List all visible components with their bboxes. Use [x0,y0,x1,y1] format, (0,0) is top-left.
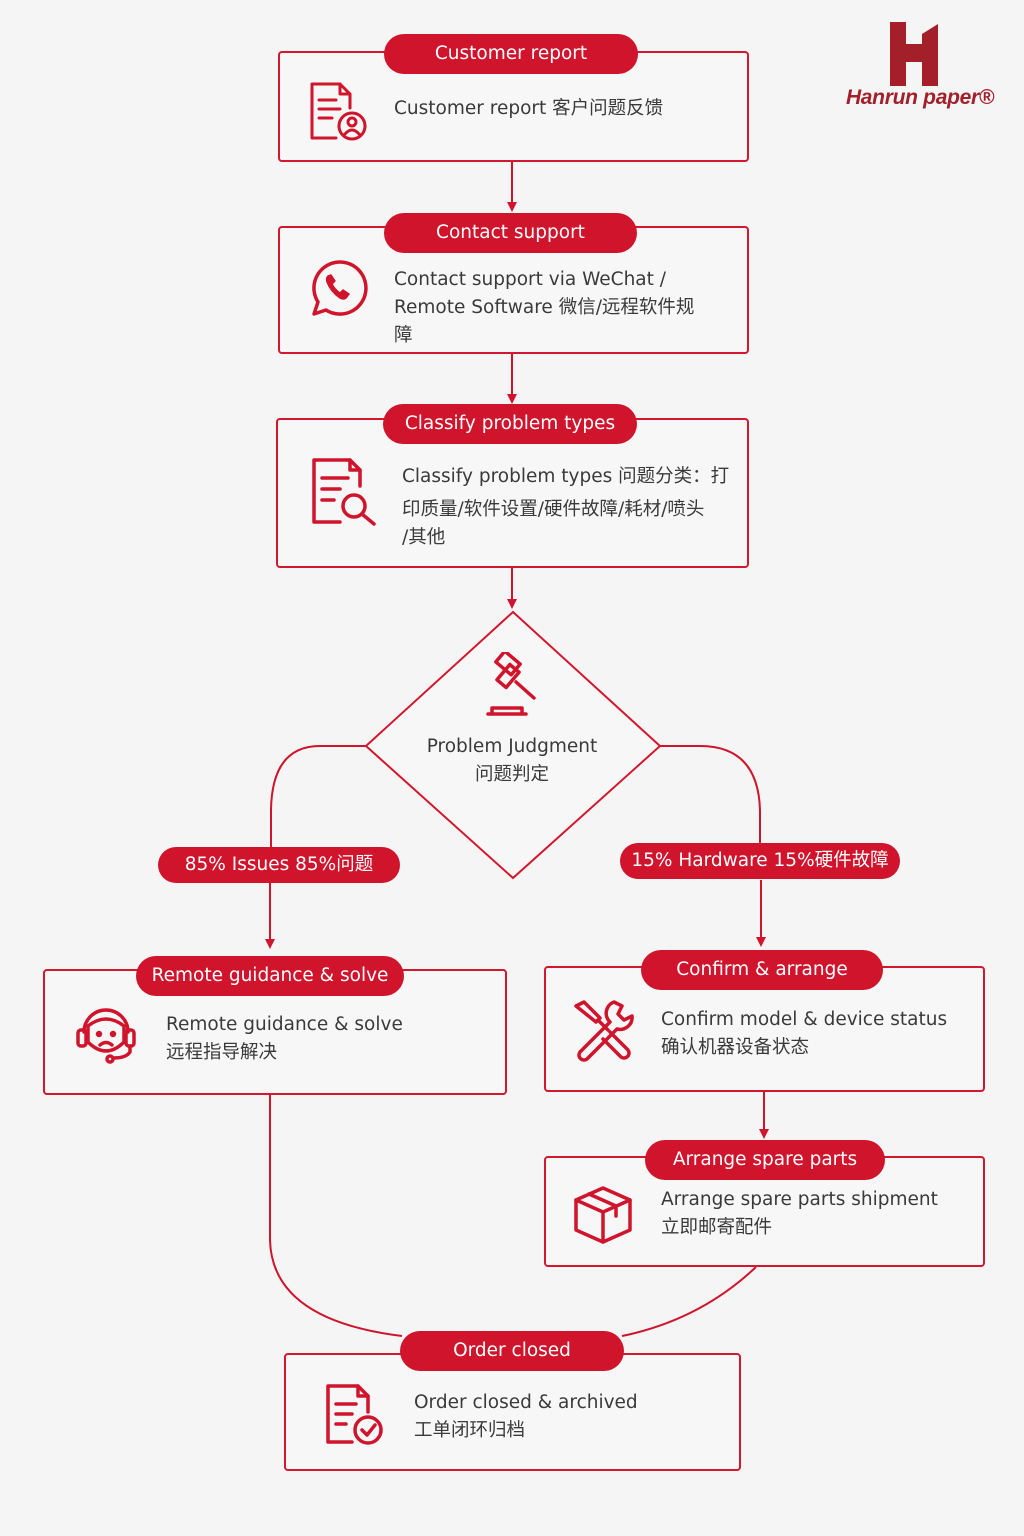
spare-parts-text-2: 立即邮寄配件 [661,1217,773,1238]
brand-logo: Hanrun paper® [836,20,1004,120]
contact-support-text-1: Contact support via WeChat / [394,269,667,290]
branch-right-line [658,745,761,844]
classify-title: Classify problem types [383,404,637,444]
customer-report-text: Customer report 客户问题反馈 [394,98,664,119]
hanrun-logo-mark-icon [890,22,938,86]
document-user-icon [310,82,367,141]
phone-chat-icon [312,260,368,316]
remote-guidance-text-2: 远程指导解决 [166,1042,278,1063]
document-check-icon [326,1384,383,1445]
headset-support-icon [76,1008,136,1064]
customer-report-title: Customer report [384,34,638,74]
branch-right-label: 15% Hardware 15%硬件故障 [620,843,900,879]
gavel-icon [486,652,536,716]
remote-guidance-title: Remote guidance & solve [136,956,404,996]
classify-text-3: /其他 [402,527,446,548]
contact-support-title: Contact support [384,213,637,253]
remote-guidance-text-1: Remote guidance & solve [166,1014,403,1035]
judgment-text-1: Problem Judgment [426,736,598,757]
classify-text-2: 印质量/软件设置/硬件故障/耗材/喷头 [402,499,705,520]
judgment-diamond [364,610,662,880]
brand-name: Hanrun paper® [845,86,995,109]
confirm-arrange-text-2: 确认机器设备状态 [661,1037,810,1058]
spare-parts-text-1: Arrange spare parts shipment [661,1189,938,1210]
classify-text-1: Classify problem types 问题分类：打 [402,466,730,487]
document-search-icon [312,458,376,526]
merge-left-line [269,1094,403,1337]
contact-support-text-3: 障 [394,325,413,346]
confirm-arrange-text-1: Confirm model & device status [661,1009,948,1030]
order-closed-title: Order closed [400,1331,624,1371]
branch-left-line [270,745,366,848]
order-closed-box [284,1353,741,1471]
branch-left-label: 85% Issues 85%问题 [158,847,400,883]
order-closed-text-2: 工单闭环归档 [414,1420,526,1441]
order-closed-text-1: Order closed & archived [414,1392,638,1413]
package-box-icon [574,1186,632,1244]
contact-support-text-2: Remote Software 微信/远程软件规 [394,297,695,318]
confirm-arrange-title: Confirm & arrange [641,950,883,990]
merge-right-line [621,1266,757,1337]
spare-parts-title: Arrange spare parts [645,1140,885,1180]
tools-icon [574,1000,634,1062]
judgment-text-2: 问题判定 [474,764,549,785]
